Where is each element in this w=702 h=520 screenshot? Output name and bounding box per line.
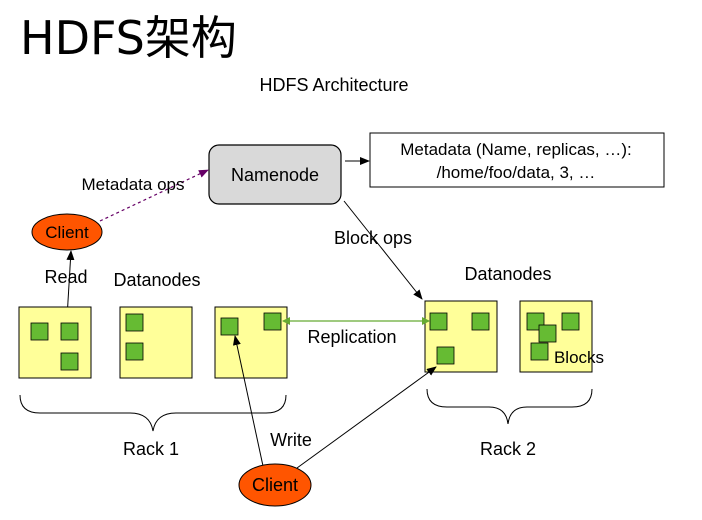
datanodes-right-label: Datanodes (464, 264, 551, 284)
client-bottom-label: Client (252, 475, 298, 495)
datanodes-left-label: Datanodes (113, 270, 200, 290)
rack2-brace (426, 388, 593, 425)
block (60, 322, 79, 341)
metadata-ops-arrow (99, 169, 209, 222)
namenode-label: Namenode (231, 165, 319, 185)
write-arrow-rack1 (232, 335, 264, 467)
namenode-box (208, 144, 342, 205)
read-label: Read (44, 267, 87, 287)
metadata-line-1: Metadata (Name, replicas, …): (400, 140, 631, 159)
block-ops-arrow (343, 200, 423, 300)
block-ops-label: Block ops (334, 228, 412, 248)
block (429, 312, 448, 331)
rack2-datanode-2 (519, 300, 593, 373)
block (60, 352, 79, 371)
client-top-label: Client (45, 223, 89, 242)
replication-label-bg (302, 325, 402, 347)
blocks-label: Blocks (554, 348, 604, 367)
metadata-box (369, 132, 665, 188)
diagram-subtitle: HDFS Architecture (259, 75, 408, 95)
block (263, 312, 282, 331)
rack1-label: Rack 1 (123, 439, 179, 459)
replication-label: Replication (307, 327, 396, 347)
rack2-datanode-1 (424, 300, 498, 373)
rack2-label: Rack 2 (480, 439, 536, 459)
rack1-datanode-3 (214, 306, 288, 379)
block (471, 312, 490, 331)
rack1-datanode-1 (18, 306, 92, 379)
block (436, 346, 455, 365)
metadata-ops-label: Metadata ops (81, 175, 184, 194)
block (220, 317, 239, 336)
client-top (31, 213, 103, 251)
block (530, 342, 549, 361)
metadata-line-2: /home/foo/data, 3, … (437, 163, 596, 182)
block (125, 313, 144, 332)
write-label: Write (270, 430, 312, 450)
block (538, 324, 557, 343)
block (30, 322, 49, 341)
block (125, 342, 144, 361)
write-arrow-rack2 (296, 366, 437, 469)
slide-title: HDFS架构 (20, 11, 237, 65)
client-bottom (238, 463, 312, 507)
rack1-brace (19, 394, 287, 432)
rack1-datanode-2 (119, 306, 193, 379)
block (561, 312, 580, 331)
